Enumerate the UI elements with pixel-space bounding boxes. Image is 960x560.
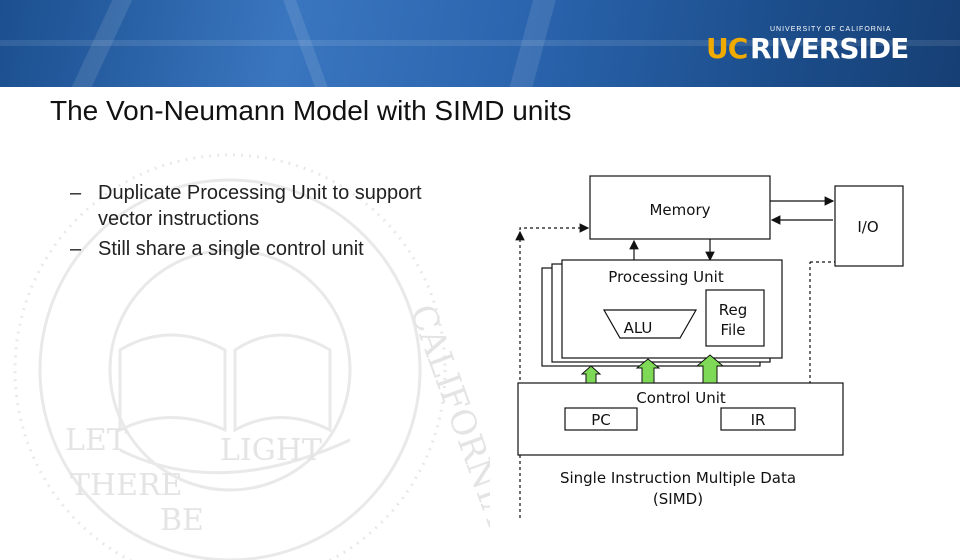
header-banner: UNIVERSITY OF CALIFORNIA UC RIVERSIDE <box>0 0 960 87</box>
ir-box <box>720 407 796 431</box>
ucr-logo: UNIVERSITY OF CALIFORNIA UC RIVERSIDE <box>706 22 909 66</box>
pc-label: PC <box>591 411 611 429</box>
bullet-marker: – <box>70 182 82 204</box>
simd-caption-line1: Single Instruction Multiple Data <box>560 469 796 487</box>
control-signal-arrow-icon <box>580 365 602 384</box>
bullet-text-2: Still share a single control unit <box>98 238 364 260</box>
logo-riverside-text: RIVERSIDE <box>750 32 909 65</box>
logo-university-text: UNIVERSITY OF CALIFORNIA <box>770 26 892 33</box>
logo-uc-text: UC <box>706 32 748 65</box>
bullet-item: – Duplicate Processing Unit to support v… <box>70 180 450 232</box>
bullet-item: – Still share a single control unit <box>70 236 450 262</box>
simd-caption-line2: (SIMD) <box>653 490 703 508</box>
bullet-text-1: Duplicate Processing Unit to support vec… <box>98 182 422 230</box>
seal-be: BE <box>160 503 204 538</box>
pc-box <box>564 407 638 431</box>
seal-light: LIGHT <box>220 433 322 468</box>
seal-let: LET <box>65 423 127 458</box>
reg-file-label-line1: Reg <box>719 301 748 319</box>
io-box <box>834 185 904 267</box>
ir-label: IR <box>751 411 766 429</box>
memory-label: Memory <box>649 201 710 219</box>
control-signal-arrow-icon <box>635 358 661 384</box>
reg-file-box <box>705 289 765 347</box>
alu-label: ALU <box>624 319 653 337</box>
university-seal-watermark: LET THERE BE LIGHT CALIFORNIA <box>13 153 490 560</box>
alu-shape <box>602 309 698 339</box>
control-signal-arrow-icon <box>695 354 725 384</box>
io-label: I/O <box>857 218 878 236</box>
reg-file-label-line2: File <box>720 321 745 339</box>
simd-diagram: Memory I/O Processing Unit ALU Reg File … <box>515 175 904 518</box>
bullet-list: – Duplicate Processing Unit to support v… <box>70 180 450 266</box>
control-unit-label: Control Unit <box>636 389 726 407</box>
seal-there: THERE <box>70 468 183 503</box>
memory-box <box>589 175 771 240</box>
processing-unit-label: Processing Unit <box>608 268 724 286</box>
slide-title: The Von-Neumann Model with SIMD units <box>50 95 572 126</box>
bullet-marker: – <box>70 238 82 260</box>
